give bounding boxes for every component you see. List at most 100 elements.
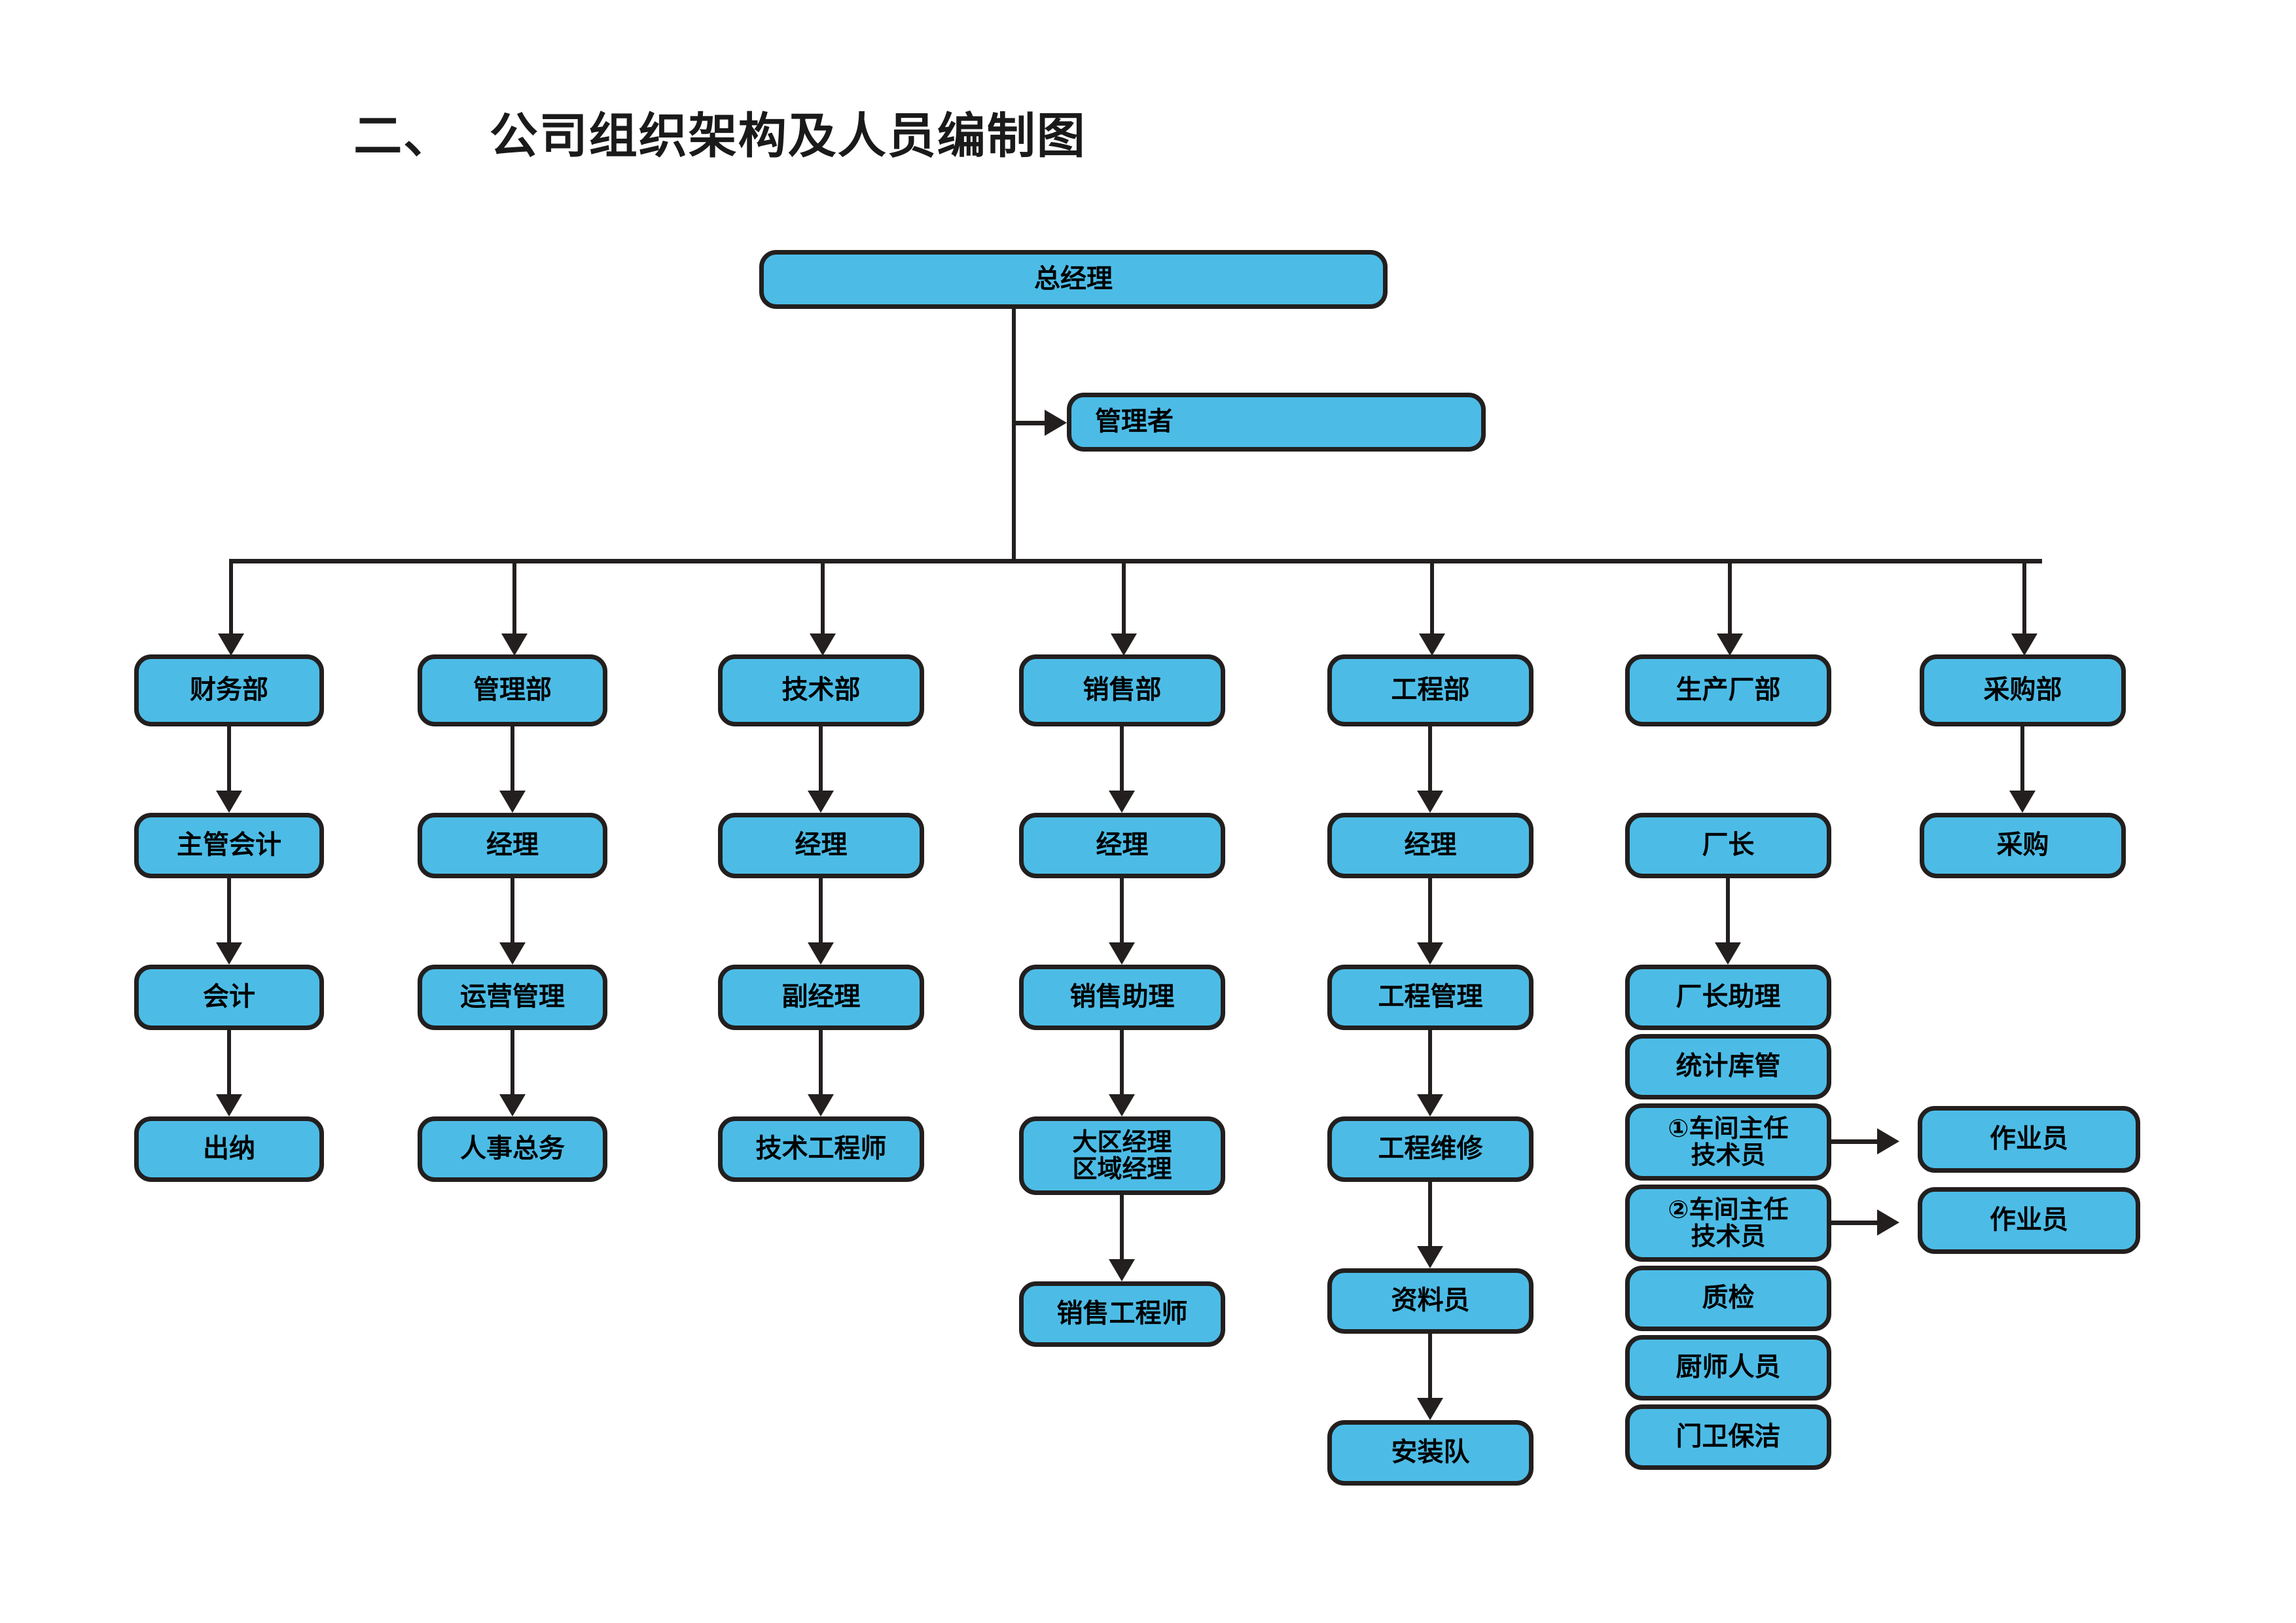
arrow-dept-2: [501, 633, 528, 656]
drop-line-dept-6: [1728, 559, 1732, 636]
trunk-line-main: [1012, 309, 1016, 561]
node-accountant[interactable]: 会计: [134, 965, 324, 1030]
connector-c4-2: [1120, 878, 1124, 946]
arrow-c4-2: [1109, 942, 1135, 965]
arrow-c5-4: [1417, 1246, 1443, 1268]
node-purchaser[interactable]: 采购: [1920, 813, 2126, 878]
node-document-clerk[interactable]: 资料员: [1327, 1268, 1534, 1334]
connector-c3-1: [819, 726, 823, 794]
connector-workshop2-operator: [1831, 1221, 1884, 1225]
connector-workshop1-operator: [1831, 1139, 1884, 1144]
arrow-c4-4: [1109, 1259, 1135, 1281]
connector-c4-4: [1120, 1195, 1124, 1262]
node-quality-inspection[interactable]: 质检: [1625, 1266, 1831, 1331]
connector-c4-3: [1120, 1030, 1124, 1097]
node-hr-general-affairs[interactable]: 人事总务: [418, 1116, 607, 1182]
page-title: 二、 公司组织架构及人员编制图: [353, 108, 1086, 164]
node-installation-team[interactable]: 安装队: [1327, 1420, 1534, 1486]
node-kitchen-staff[interactable]: 厨师人员: [1625, 1335, 1831, 1400]
arrow-c5-2: [1417, 942, 1443, 965]
connector-c5-4: [1428, 1182, 1432, 1249]
connector-c4-1: [1120, 726, 1124, 794]
connector-to-manager: [1012, 421, 1051, 425]
node-department-purchasing[interactable]: 采购部: [1920, 654, 2126, 726]
node-sales-assistant[interactable]: 销售助理: [1019, 965, 1225, 1030]
arrow-workshop2-operator: [1877, 1209, 1899, 1236]
node-regional-manager[interactable]: 大区经理 区域经理: [1019, 1116, 1225, 1195]
connector-c1-3: [227, 1030, 231, 1097]
arrow-c1-1: [216, 791, 242, 813]
arrow-c4-3: [1109, 1094, 1135, 1116]
connector-c1-2: [227, 878, 231, 946]
arrow-c4-1: [1109, 791, 1135, 813]
node-operator-2[interactable]: 作业员: [1918, 1187, 2140, 1254]
node-operations-management[interactable]: 运营管理: [418, 965, 607, 1030]
node-security-cleaning[interactable]: 门卫保洁: [1625, 1404, 1831, 1470]
node-operator-1[interactable]: 作业员: [1918, 1106, 2140, 1173]
connector-c3-2: [819, 878, 823, 946]
node-department-finance[interactable]: 财务部: [134, 654, 324, 726]
arrow-dept-7: [2011, 633, 2037, 656]
arrow-dept-5: [1419, 633, 1445, 656]
node-department-management[interactable]: 管理部: [418, 654, 607, 726]
connector-c2-2: [511, 878, 514, 946]
arrow-c3-3: [808, 1094, 834, 1116]
node-sales-manager[interactable]: 经理: [1019, 813, 1225, 878]
node-engineering-management[interactable]: 工程管理: [1327, 965, 1534, 1030]
drop-line-dept-2: [512, 559, 516, 636]
arrow-c3-2: [808, 942, 834, 965]
node-general-manager[interactable]: 总经理: [759, 250, 1388, 309]
connector-c7-1: [2020, 726, 2024, 794]
arrow-c2-3: [499, 1094, 526, 1116]
node-manager[interactable]: 管理者: [1067, 393, 1486, 452]
node-engineering-maintenance[interactable]: 工程维修: [1327, 1116, 1534, 1182]
node-department-engineering[interactable]: 工程部: [1327, 654, 1534, 726]
arrow-c2-1: [499, 791, 526, 813]
node-cashier[interactable]: 出纳: [134, 1116, 324, 1182]
node-tech-manager[interactable]: 经理: [718, 813, 924, 878]
arrow-c5-3: [1417, 1094, 1443, 1116]
arrow-workshop1-operator: [1877, 1128, 1899, 1154]
arrow-c7-1: [2009, 791, 2036, 813]
arrow-dept-3: [810, 633, 836, 656]
drop-line-dept-3: [821, 559, 825, 636]
connector-c1-1: [227, 726, 231, 794]
connector-c2-1: [511, 726, 514, 794]
arrow-dept-4: [1111, 633, 1137, 656]
department-bus-line: [229, 559, 2042, 563]
connector-c5-2: [1428, 878, 1432, 946]
arrow-c5-1: [1417, 791, 1443, 813]
connector-c5-1: [1428, 726, 1432, 794]
node-engineering-manager[interactable]: 经理: [1327, 813, 1534, 878]
connector-c3-3: [819, 1030, 823, 1097]
connector-c5-5: [1428, 1334, 1432, 1401]
connector-c5-3: [1428, 1030, 1432, 1097]
arrow-c2-2: [499, 942, 526, 965]
node-department-technology[interactable]: 技术部: [718, 654, 924, 726]
arrow-c1-2: [216, 942, 242, 965]
arrow-dept-1: [218, 633, 244, 656]
drop-line-dept-1: [229, 559, 233, 636]
connector-c2-3: [511, 1030, 514, 1097]
node-department-production[interactable]: 生产厂部: [1625, 654, 1831, 726]
node-technical-engineer[interactable]: 技术工程师: [718, 1116, 924, 1182]
arrow-to-manager: [1045, 410, 1067, 436]
node-deputy-manager[interactable]: 副经理: [718, 965, 924, 1030]
drop-line-dept-7: [2022, 559, 2026, 636]
node-plant-director[interactable]: 厂长: [1625, 813, 1831, 878]
node-management-manager[interactable]: 经理: [418, 813, 607, 878]
arrow-c1-3: [216, 1094, 242, 1116]
node-workshop-director-1[interactable]: ①车间主任 技术员: [1625, 1103, 1831, 1181]
drop-line-dept-5: [1430, 559, 1434, 636]
node-workshop-director-2[interactable]: ②车间主任 技术员: [1625, 1185, 1831, 1262]
arrow-c6-1: [1715, 942, 1741, 965]
node-chief-accountant[interactable]: 主管会计: [134, 813, 324, 878]
arrow-dept-6: [1717, 633, 1743, 656]
node-department-sales[interactable]: 销售部: [1019, 654, 1225, 726]
connector-c6-1: [1726, 878, 1730, 946]
node-sales-engineer[interactable]: 销售工程师: [1019, 1281, 1225, 1347]
node-statistics-warehouse[interactable]: 统计库管: [1625, 1034, 1831, 1099]
drop-line-dept-4: [1122, 559, 1126, 636]
node-plant-director-assistant[interactable]: 厂长助理: [1625, 965, 1831, 1030]
